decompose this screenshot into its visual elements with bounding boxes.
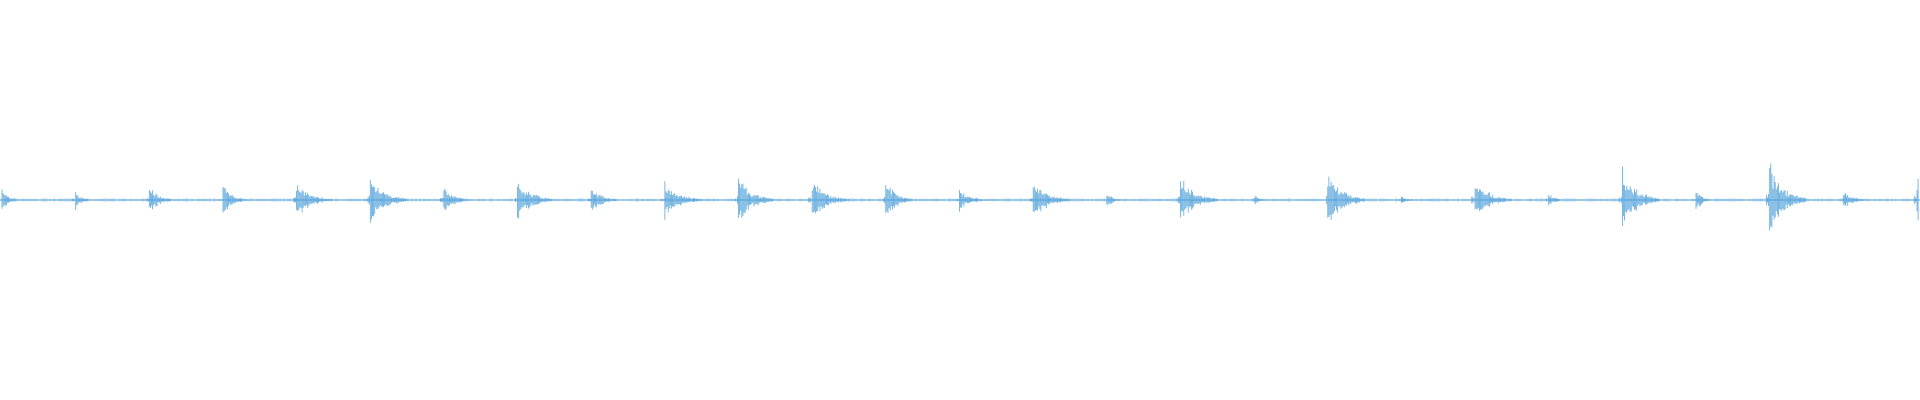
waveform-burst — [882, 185, 912, 213]
waveform-noise — [0, 198, 1919, 202]
waveform-burst — [1692, 192, 1711, 209]
waveform-burst — [1618, 166, 1660, 226]
waveform-burst — [1176, 180, 1218, 218]
waveform-burst — [955, 190, 986, 212]
waveform-burst — [808, 184, 849, 214]
waveform-burst — [1325, 176, 1365, 220]
waveform-burst — [1766, 163, 1807, 231]
waveform-burst — [366, 179, 407, 223]
waveform-burst — [292, 185, 334, 213]
waveform-burst — [661, 181, 702, 220]
waveform-burst — [440, 188, 470, 211]
waveform-burst — [734, 178, 776, 218]
waveform-burst — [72, 192, 91, 210]
